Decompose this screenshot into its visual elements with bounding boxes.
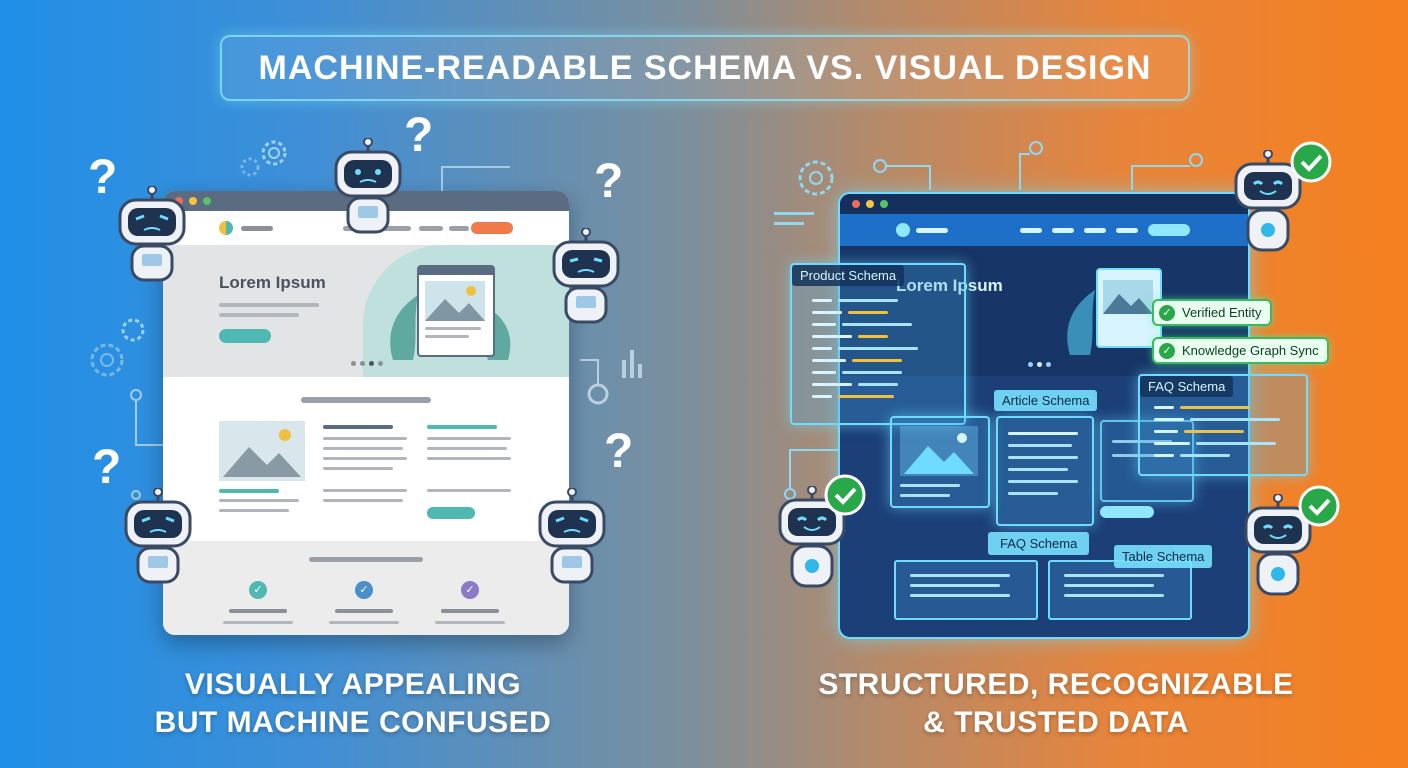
check-badge-icon: ✓: [461, 581, 479, 599]
nav-cta-button[interactable]: [1148, 224, 1190, 236]
product-schema-panel: Product Schema: [790, 263, 966, 425]
hero-cta-button[interactable]: [219, 329, 271, 343]
faq-schema-label-bottom: FAQ Schema: [988, 532, 1090, 555]
window-close-dot[interactable]: [175, 197, 183, 205]
content-button[interactable]: [1100, 506, 1154, 518]
left-caption-line2: BUT MACHINE CONFUSED: [154, 706, 552, 739]
robot-icon: [118, 186, 186, 282]
hero-section: Lorem Ipsum: [163, 245, 569, 377]
site-logo[interactable]: [219, 221, 233, 235]
window-titlebar: [840, 194, 1248, 214]
check-badge-icon: ✓: [1159, 343, 1175, 359]
check-badge-icon: ✓: [249, 581, 267, 599]
circuit-lines: [784, 449, 840, 500]
circuit-lines: [873, 141, 1203, 190]
window-close-dot[interactable]: [852, 200, 860, 208]
check-badge-icon: ✓: [355, 581, 373, 599]
window-maximize-dot[interactable]: [203, 197, 211, 205]
image-placeholder-icon: [219, 421, 305, 481]
robot-icon: [538, 488, 606, 584]
robot-icon: [124, 488, 192, 584]
question-mark-icon: ?: [88, 151, 118, 204]
connector-line: [130, 389, 170, 500]
leaf-icon: [1067, 290, 1095, 355]
verified-entity-label: Verified Entity: [1182, 305, 1262, 320]
robot-icon: [1234, 150, 1302, 252]
nav-link[interactable]: [1116, 228, 1138, 233]
left-browser-window: Lorem Ipsum: [163, 191, 569, 635]
gear-icon: [90, 318, 145, 377]
content-button[interactable]: [427, 507, 475, 519]
right-caption-line2: & TRUSTED DATA: [923, 706, 1189, 739]
left-caption-line1: VISUALLY APPEALING: [184, 668, 522, 701]
hero-image-card: [1096, 268, 1162, 348]
right-caption: STRUCTURED, RECOGNIZABLE & TRUSTED DATA: [786, 666, 1326, 742]
article-schema-panel: [996, 416, 1094, 526]
bar-chart-icon: [580, 350, 642, 405]
faq-schema-panel: FAQ Schema: [1138, 374, 1308, 476]
nav-link[interactable]: [381, 226, 411, 231]
gear-icon: [240, 140, 287, 177]
knowledge-graph-badge: ✓ Knowledge Graph Sync: [1152, 337, 1329, 364]
nav-cta-button[interactable]: [471, 222, 513, 234]
site-nav: [840, 214, 1248, 246]
check-badge-icon: [824, 474, 866, 516]
product-schema-label: Product Schema: [792, 265, 905, 286]
faq-link-panel: [1100, 420, 1194, 502]
knowledge-graph-label: Knowledge Graph Sync: [1182, 343, 1319, 358]
site-logo[interactable]: [896, 223, 910, 237]
nav-link[interactable]: [449, 226, 469, 231]
image-placeholder-icon: [1103, 280, 1153, 314]
features-section: ✓ ✓ ✓: [163, 541, 569, 635]
content-card: [1048, 560, 1192, 620]
verified-entity-badge: ✓ Verified Entity: [1152, 299, 1272, 326]
right-caption-line1: STRUCTURED, RECOGNIZABLE: [818, 668, 1294, 701]
hero-image-card: [417, 265, 495, 357]
title-banner: MACHINE-READABLE SCHEMA VS. VISUAL DESIG…: [220, 35, 1190, 101]
robot-icon: [778, 486, 846, 588]
question-mark-icon: ?: [604, 425, 634, 478]
robot-icon: [552, 228, 620, 324]
window-minimize-dot[interactable]: [866, 200, 874, 208]
faq-schema-label-top: FAQ Schema: [1140, 376, 1234, 397]
nav-link[interactable]: [1084, 228, 1106, 233]
nav-link[interactable]: [1052, 228, 1074, 233]
check-badge-icon: ✓: [1159, 305, 1175, 321]
image-schema-panel: [890, 416, 990, 508]
robot-icon: [1244, 494, 1312, 596]
question-mark-icon: ?: [404, 109, 434, 162]
image-placeholder-icon: [900, 426, 978, 476]
connector-line: [441, 166, 510, 200]
question-mark-icon: ?: [92, 441, 122, 494]
question-mark-icon: ?: [594, 155, 624, 208]
table-schema-label: Table Schema: [1114, 545, 1213, 568]
nav-link[interactable]: [1020, 228, 1042, 233]
window-maximize-dot[interactable]: [880, 200, 888, 208]
gear-icon: [774, 160, 834, 225]
check-badge-icon: [1298, 485, 1340, 527]
article-schema-label: Article Schema: [994, 390, 1098, 411]
left-caption: VISUALLY APPEALING BUT MACHINE CONFUSED: [100, 666, 606, 742]
page-title: MACHINE-READABLE SCHEMA VS. VISUAL DESIG…: [258, 48, 1152, 87]
window-minimize-dot[interactable]: [189, 197, 197, 205]
robot-icon: [334, 138, 402, 234]
check-badge-icon: [1290, 141, 1332, 183]
image-placeholder-icon: [425, 281, 485, 321]
nav-link[interactable]: [419, 226, 443, 231]
content-card: [894, 560, 1038, 620]
hero-heading: Lorem Ipsum: [896, 276, 1003, 295]
hero-heading: Lorem Ipsum: [219, 273, 326, 292]
